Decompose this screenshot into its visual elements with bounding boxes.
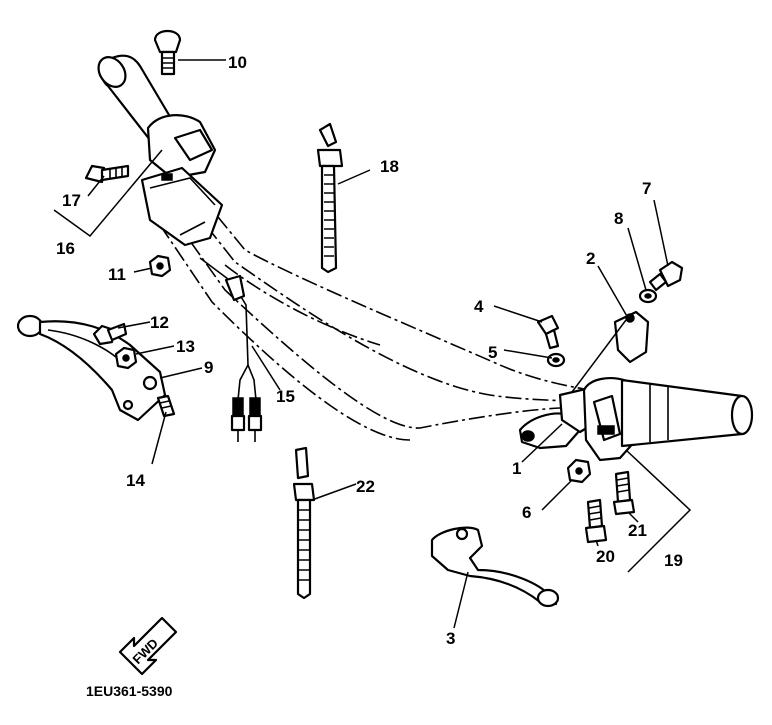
callout-12: 12 bbox=[150, 313, 169, 332]
callout-2: 2 bbox=[586, 249, 595, 268]
callout-3: 3 bbox=[446, 629, 455, 648]
nut-13 bbox=[114, 346, 138, 370]
callout-20: 20 bbox=[596, 547, 615, 566]
callout-6: 6 bbox=[522, 503, 531, 522]
cable-tie-18 bbox=[316, 122, 344, 274]
callout-17: 17 bbox=[62, 191, 81, 210]
left-switch-assembly bbox=[140, 114, 224, 247]
leader-lines bbox=[53, 59, 692, 629]
callout-22: 22 bbox=[356, 477, 375, 496]
bolt-4 bbox=[536, 314, 560, 350]
callout-9: 9 bbox=[204, 358, 213, 377]
callout-5: 5 bbox=[488, 343, 497, 362]
nut-6 bbox=[566, 458, 592, 484]
bolt-14 bbox=[156, 394, 176, 418]
left-grip bbox=[97, 54, 174, 142]
callout-21: 21 bbox=[628, 521, 647, 540]
callout-10: 10 bbox=[228, 53, 247, 72]
clamp-2 bbox=[613, 310, 650, 364]
callout-16: 16 bbox=[56, 239, 75, 258]
right-grip bbox=[620, 378, 754, 448]
screw-21 bbox=[612, 470, 636, 516]
clutch-lever-9 bbox=[16, 314, 167, 422]
bolt-10 bbox=[153, 29, 182, 76]
callout-14: 14 bbox=[126, 471, 145, 490]
callout-15: 15 bbox=[276, 387, 295, 406]
nut-11 bbox=[148, 254, 172, 278]
wire-15 bbox=[199, 257, 263, 442]
washer-5 bbox=[546, 352, 566, 368]
callout-13: 13 bbox=[176, 337, 195, 356]
callout-11: 11 bbox=[108, 265, 126, 284]
screw-20 bbox=[584, 498, 608, 544]
fwd-arrow-icon: FWD bbox=[118, 616, 178, 676]
washer-8 bbox=[638, 288, 658, 304]
callout-7: 7 bbox=[642, 179, 651, 198]
bolt-7 bbox=[648, 260, 684, 292]
cable-tie-22 bbox=[292, 446, 316, 600]
callout-8: 8 bbox=[614, 209, 623, 228]
reference-code: 1EU361-5390 bbox=[86, 683, 173, 699]
handlebar bbox=[159, 194, 591, 441]
callout-18: 18 bbox=[380, 157, 399, 176]
callouts: 1 2 3 4 5 6 7 8 9 10 11 12 13 14 15 16 1… bbox=[56, 53, 683, 648]
brake-lever-3 bbox=[430, 526, 560, 608]
callout-19: 19 bbox=[664, 551, 683, 570]
callout-4: 4 bbox=[474, 297, 484, 316]
screw-17 bbox=[84, 164, 130, 184]
callout-1: 1 bbox=[512, 459, 521, 478]
